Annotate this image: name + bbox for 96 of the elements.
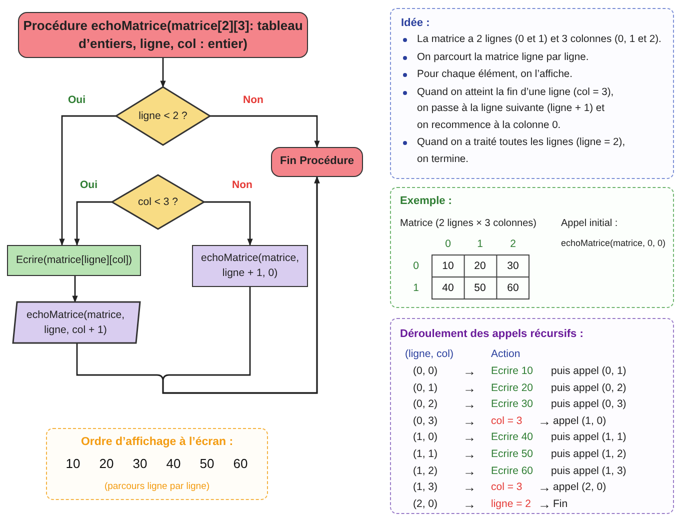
coordinate-pair: (1, 1) [413,448,438,460]
example-panel [390,187,674,308]
coordinate-pair: (1, 0) [413,431,438,444]
column-index: 0 [445,238,451,250]
next-call-text: puis appel (1, 2) [551,448,626,460]
decision-diamond [116,87,210,145]
output-value: 50 [200,456,214,471]
arrow [160,58,166,88]
next-call-text: appel (1, 0) [553,414,606,427]
panel-heading: Exemple : [400,195,452,207]
panel-heading: Ordre d’affichage à l’écran : [80,436,234,448]
call-text: echoMatrice(matrice, ligne, col + 1) [25,308,126,338]
action-text: col = 3 [491,414,522,427]
row-index: 1 [413,282,419,294]
next-call-text: Fin [553,498,568,510]
coordinate-pair: (0, 2) [413,398,438,410]
condition-text: ligne < 2 ? [138,108,188,124]
next-call-text: puis appel (1, 3) [551,464,626,477]
edge-label: Oui [80,179,98,191]
panel-heading: Idée : [401,17,431,29]
bullet-text: Pour chaque élément, on l’affiche. [417,68,574,82]
arrow [72,276,78,303]
coordinate-pair: (0, 1) [413,382,438,394]
arrow-glyph: → [463,446,476,462]
action-text: Ecrire 10 [491,365,534,377]
column-index: 2 [510,238,516,250]
edge-label: Non [232,179,252,191]
action-text: Ecrire 50 [491,448,534,460]
next-call-text: puis appel (0, 1) [551,365,626,377]
edge-label: Oui [68,94,86,106]
coordinate-pair: (0, 0) [413,365,438,377]
process-box: Ecrire(matrice[ligne][col]) [7,245,141,276]
arrow [210,115,320,148]
trace-panel [390,318,674,514]
next-call-text: puis appel (0, 3) [551,398,626,410]
caption-text: Matrice (2 lignes × 3 colonnes) [400,218,536,229]
arrow-glyph: → [463,413,476,428]
matrix-value: 50 [474,282,486,294]
terminal-box: Procédure echoMatrice(matrice[2][3]: tableau d’entiers, ligne, col : entier) [18,12,308,58]
output-panel [46,428,268,500]
matrix-value: 10 [442,260,454,272]
action-text: Ecrire 60 [491,464,534,477]
output-value: 30 [132,456,148,471]
caption-text: echoMatrice(matrice, 0, 0) [561,238,666,248]
bullet-text: On parcourt la matrice ligne par ligne. [417,50,590,64]
arrow-glyph: → [463,396,476,412]
arrow [162,176,320,394]
action-text: Ecrire 40 [491,431,534,444]
arrow-glyph: → [463,430,476,445]
coordinate-pair: (0, 3) [413,414,438,427]
arrow [204,201,253,246]
arrow-glyph: → [463,480,476,495]
bullet-text: Quand on a traité toutes les lignes (ligne = 2), on termine. [417,136,626,166]
arrow [74,201,112,246]
column-header: (ligne, col) [405,348,454,360]
column-index: 1 [477,238,483,250]
bullet-text: La matrice a 2 lignes (0 et 1) et 3 colonnes (0, 1 et 2). [417,33,662,47]
arrow [59,115,116,246]
arrow-glyph: → [538,413,551,428]
action-text: Ecrire 30 [491,398,534,410]
next-call-text: puis appel (1, 1) [551,431,626,444]
coordinate-pair: (1, 2) [413,464,438,477]
action-text: col = 3 [491,481,522,494]
caption-text: Appel initial : [561,218,618,229]
bullet-text: Quand on atteint la fin d’une ligne (col = 3), on passe à la ligne suivante (ligne + 1) et on recommence à la colonne 0. [417,86,615,132]
decision-diamond [112,175,204,229]
action-text: Ecrire 20 [491,382,534,394]
panel-heading: Déroulement des appels récursifs : [400,328,584,340]
process-box: echoMatrice(matrice, ligne + 1, 0) [192,245,308,287]
matrix-value: 40 [442,282,454,294]
output-value: 10 [66,456,80,471]
output-value: 40 [166,456,181,471]
call-parallelogram [11,302,140,343]
arrow-glyph: → [463,463,476,478]
arrow-glyph: → [463,364,476,378]
coordinate-pair: (2, 0) [413,498,438,510]
edge-label: Non [243,94,264,106]
matrix-value: 30 [507,260,519,272]
next-call-text: puis appel (0, 2) [551,382,626,394]
column-header: Action [491,348,520,360]
info-panel [390,8,674,179]
arrow-glyph: → [463,380,476,396]
action-text: ligne = 2 [491,498,531,510]
next-call-text: appel (2, 0) [553,481,606,494]
output-value: 60 [233,456,248,471]
coordinate-pair: (1, 3) [413,481,438,494]
matrix-value: 60 [507,282,519,294]
terminal-box: Fin Procédure [271,147,363,177]
row-index: 0 [413,260,419,272]
arrow-glyph: → [538,480,551,495]
output-value: 20 [99,456,114,471]
matrix-value: 20 [474,260,486,272]
arrow-glyph: → [538,496,551,512]
condition-text: col < 3 ? [137,194,179,210]
footnote-text: (parcours ligne par ligne) [103,481,211,492]
arrow-glyph: → [463,496,476,512]
